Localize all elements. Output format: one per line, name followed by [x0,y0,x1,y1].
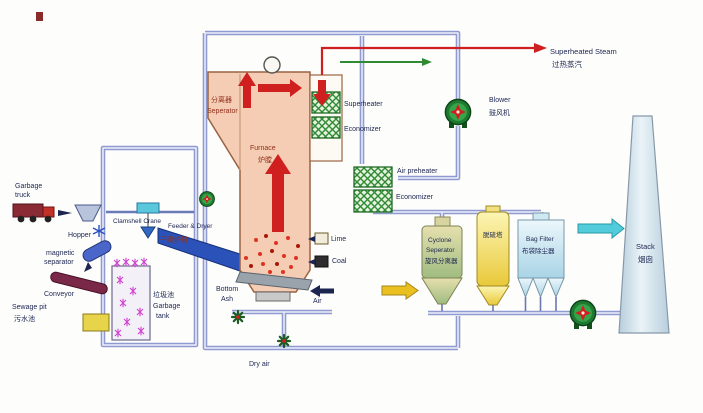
separator-label-en: Seperator [207,108,238,115]
feeder-label-en: Feeder & Dryer [168,223,213,230]
steam-drum [263,56,281,74]
magnetic-separator-drum [82,240,112,262]
dry-air-label: Dry air [249,361,270,368]
economizer-upper-label: Economizer [344,126,381,133]
superheated-steam-label-en: Superheated Steam [550,47,617,56]
truck-to-hopper-arrow-icon [58,210,72,216]
separator-label-zh: 分离器 [211,97,232,104]
clamshell-crane [136,202,160,239]
sewage-pit-label-zh: 污水池 [14,316,35,323]
grate [235,271,313,291]
cleangas-arrow-icon [577,217,625,240]
feeder-label-zh: 干燥炉排 [160,237,188,244]
magnet-to-conveyor-arrow-icon [84,262,92,272]
garbage-tank-label-en2: tank [156,313,170,320]
economizer-bank-upper [311,116,341,139]
stack-label-zh: 烟囱 [638,255,653,264]
blower-bottom-icon [569,299,597,329]
furnace-assembly [207,56,343,302]
dry-air-fan-icon [230,309,246,325]
flame-up-arrow-icon [265,154,291,232]
air-arrow-icon [310,285,334,297]
dry-air-fan2-icon [276,333,292,349]
coal-box [314,255,329,268]
economizer-bank-lower [353,189,393,213]
right-arrow-icon [258,79,302,97]
hopper-label: Hopper [68,232,91,239]
fluegas-arrow-icon [381,281,419,300]
superheater-label: Superheater [344,101,383,108]
coal-label: Coal [332,258,347,265]
vessel-outlet-stubs [441,297,557,311]
up-arrow-icon [238,72,256,108]
lime-box [314,232,329,245]
ash-pit [255,291,291,302]
burning-waste-dots [244,234,300,274]
down-arrow-icon [313,80,331,106]
air-preheater-label: Air preheater [397,168,438,175]
bottom-ash-label-2: Ash [221,296,234,303]
blower-label-zh: 鼓风机 [489,110,510,117]
conveyor-drawing [50,271,108,295]
steam-arrow-icon [534,43,547,53]
cyclone-label-zh: 旋风分离器 [425,258,458,265]
superheated-steam-label-zh: 过热蒸汽 [552,60,582,69]
cyclone-label-en2: Seperator [426,247,455,254]
lime-arrow-icon [308,236,315,242]
cyclone-separator [421,216,463,305]
garbage-truck-drawing [12,203,55,223]
steam-line [320,46,534,75]
coal-arrow-icon [308,259,315,265]
sewage-pit-box [82,313,110,332]
garbage-truck-label-1: Garbage [15,183,43,190]
stack-body [618,115,670,334]
lime-label: Lime [331,236,347,243]
stack-label-en: Stack [636,242,655,251]
feeder-chute [157,227,241,272]
clamshell-crane-label: Clamshell Crane [113,218,162,225]
garbage-tank [111,257,151,341]
sewage-pit-label-en: Sewage pit [12,304,47,311]
bag-filter-label-zh: 布袋除尘器 [522,248,555,255]
bag-filter [517,212,565,299]
bag-filter-label-en: Bag Filter [526,236,554,243]
photo-artifact [36,12,43,21]
magnetic-separator-label-2: separator [44,259,74,266]
desulfurizer-label: 脱硫塔 [483,232,503,239]
furnace-label-zh: 炉膛 [258,157,272,164]
furnace-label-en: Furnace [250,145,276,152]
garbage-truck-label-2: truck [15,192,31,199]
blower-top-icon [444,98,472,128]
garbage-tank-label-zh: 垃圾池 [153,292,174,299]
magnetic-separator-label-1: magnetic [46,250,75,257]
spray-star-icon [92,225,106,237]
feeder-fan-icon [199,191,215,207]
air-preheater-bank [353,166,393,188]
economizer-lower-label: Economizer [396,194,433,201]
conveyor-label: Conveyor [44,291,74,298]
cyclone-label-en1: Cyclone [428,237,452,244]
desulfurization-tower [476,205,510,306]
blower-label-en: Blower [489,97,511,104]
garbage-tank-label-en1: Garbage [153,303,181,310]
air-preheater-unit [353,166,393,213]
water-arrow-icon [422,58,432,66]
bottom-ash-label-1: Bottom [216,286,239,293]
hopper-funnel [74,204,102,222]
air-label: Air [313,298,322,305]
